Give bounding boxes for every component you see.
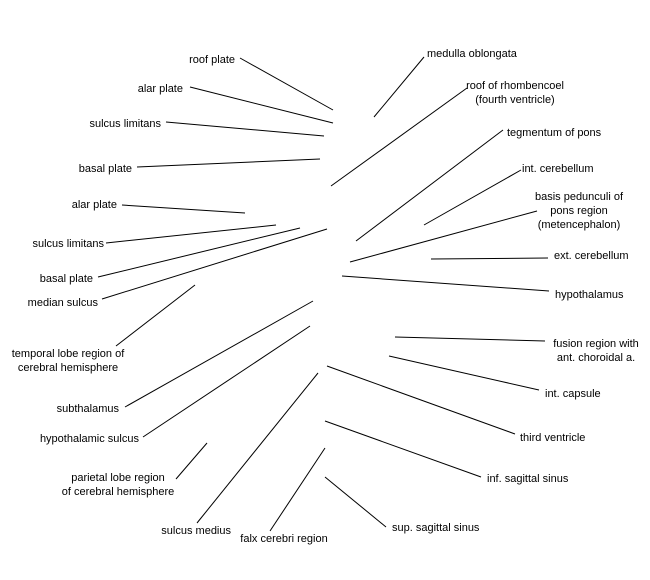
label-line: sulcus limitans bbox=[89, 118, 161, 130]
label-sulcus-limitans-1: sulcus limitans bbox=[89, 118, 161, 130]
label-roof-plate: roof plate bbox=[189, 54, 235, 66]
label-line: third ventricle bbox=[520, 432, 585, 444]
label-line: sulcus limitans bbox=[32, 238, 104, 250]
leader-line-basal-plate-1 bbox=[136, 158, 321, 168]
label-median-sulcus: median sulcus bbox=[28, 297, 99, 309]
leader-line-fusion-region bbox=[394, 336, 546, 342]
label-line: tegmentum of pons bbox=[507, 127, 602, 139]
leader-line-basis-pedunculi bbox=[349, 210, 538, 263]
label-line: fusion region with bbox=[553, 338, 639, 350]
leader-line-sulcus-limitans-2 bbox=[105, 224, 277, 244]
label-line: temporal lobe region of bbox=[12, 348, 125, 360]
leader-line-sulcus-medius bbox=[196, 372, 319, 524]
leader-line-ext-cerebellum bbox=[430, 257, 549, 260]
label-line: pons region bbox=[550, 205, 608, 217]
label-tegmentum-of-pons: tegmentum of pons bbox=[507, 127, 602, 139]
label-hypothalamus: hypothalamus bbox=[555, 289, 624, 301]
label-line: alar plate bbox=[72, 199, 117, 211]
label-texts: roof plate alar plate sulcus limitans basal… bbox=[12, 48, 639, 545]
label-temporal-lobe-region: temporal lobe region of cerebral hemisphe… bbox=[12, 348, 125, 374]
label-ext-cerebellum: ext. cerebellum bbox=[554, 250, 629, 262]
label-third-ventricle: third ventricle bbox=[520, 432, 585, 444]
label-line: ext. cerebellum bbox=[554, 250, 629, 262]
label-subthalamus: subthalamus bbox=[57, 403, 120, 415]
leader-line-hypothalamus bbox=[341, 275, 550, 292]
label-sulcus-limitans-2: sulcus limitans bbox=[32, 238, 104, 250]
label-line: hypothalamus bbox=[555, 289, 624, 301]
label-sup-sagittal-sinus: sup. sagittal sinus bbox=[392, 522, 480, 534]
leader-line-median-sulcus bbox=[101, 228, 328, 300]
label-line: basal plate bbox=[79, 163, 132, 175]
label-line: int. capsule bbox=[545, 388, 601, 400]
label-line: (fourth ventricle) bbox=[475, 94, 554, 106]
leader-line-temporal-lobe-region bbox=[115, 284, 196, 347]
label-line: subthalamus bbox=[57, 403, 120, 415]
leader-line-subthalamus bbox=[124, 300, 314, 408]
label-roof-of-rhombencoel: roof of rhombencoel (fourth ventricle) bbox=[466, 80, 564, 106]
leader-lines bbox=[97, 56, 550, 532]
label-line: cerebral hemisphere bbox=[18, 362, 118, 374]
leader-line-int-capsule bbox=[388, 355, 540, 391]
label-basal-plate-2: basal plate bbox=[40, 273, 93, 285]
leader-line-sulcus-limitans-1 bbox=[165, 121, 325, 137]
leader-line-inf-sagittal-sinus bbox=[324, 420, 482, 478]
label-alar-plate-1: alar plate bbox=[138, 83, 183, 95]
label-falx-cerebri-region: falx cerebri region bbox=[240, 533, 327, 545]
label-alar-plate-2: alar plate bbox=[72, 199, 117, 211]
leader-line-alar-plate-1 bbox=[189, 86, 334, 124]
label-basis-pedunculi: basis pedunculi of pons region (metencepha… bbox=[535, 191, 624, 231]
leader-line-medulla-oblongata bbox=[373, 56, 425, 118]
label-line: sup. sagittal sinus bbox=[392, 522, 480, 534]
label-line: medulla oblongata bbox=[427, 48, 518, 60]
leader-line-falx-cerebri-region bbox=[269, 447, 326, 532]
leader-line-third-ventricle bbox=[326, 365, 516, 435]
label-line: median sulcus bbox=[28, 297, 99, 309]
label-fusion-region: fusion region with ant. choroidal a. bbox=[553, 338, 639, 364]
leader-line-basal-plate-2 bbox=[97, 227, 301, 278]
label-line: ant. choroidal a. bbox=[557, 352, 635, 364]
leader-line-sup-sagittal-sinus bbox=[324, 476, 387, 528]
leader-line-hypothalamic-sulcus bbox=[142, 325, 311, 438]
label-line: sulcus medius bbox=[161, 525, 231, 537]
label-line: alar plate bbox=[138, 83, 183, 95]
label-line: int. cerebellum bbox=[522, 163, 594, 175]
leader-line-parietal-lobe-region bbox=[175, 442, 208, 480]
leader-line-roof-plate bbox=[239, 57, 334, 111]
label-line: roof of rhombencoel bbox=[466, 80, 564, 92]
label-line: hypothalamic sulcus bbox=[40, 433, 140, 445]
leader-line-alar-plate-2 bbox=[121, 204, 246, 214]
label-inf-sagittal-sinus: inf. sagittal sinus bbox=[487, 473, 569, 485]
label-int-capsule: int. capsule bbox=[545, 388, 601, 400]
label-medulla-oblongata: medulla oblongata bbox=[427, 48, 518, 60]
label-line: (metencephalon) bbox=[538, 219, 621, 231]
label-line: basis pedunculi of bbox=[535, 191, 624, 203]
leader-line-int-cerebellum bbox=[423, 169, 522, 226]
label-line: of cerebral hemisphere bbox=[62, 486, 175, 498]
label-hypothalamic-sulcus: hypothalamic sulcus bbox=[40, 433, 140, 445]
label-line: falx cerebri region bbox=[240, 533, 327, 545]
label-line: parietal lobe region bbox=[71, 472, 165, 484]
leader-line-roof-of-rhombencoel bbox=[330, 87, 468, 187]
label-int-cerebellum: int. cerebellum bbox=[522, 163, 594, 175]
leader-line-tegmentum-of-pons bbox=[355, 129, 504, 242]
label-line: basal plate bbox=[40, 273, 93, 285]
label-sulcus-medius: sulcus medius bbox=[161, 525, 231, 537]
label-basal-plate-1: basal plate bbox=[79, 163, 132, 175]
label-line: inf. sagittal sinus bbox=[487, 473, 569, 485]
label-parietal-lobe-region: parietal lobe region of cerebral hemisphe… bbox=[62, 472, 175, 498]
label-line: roof plate bbox=[189, 54, 235, 66]
